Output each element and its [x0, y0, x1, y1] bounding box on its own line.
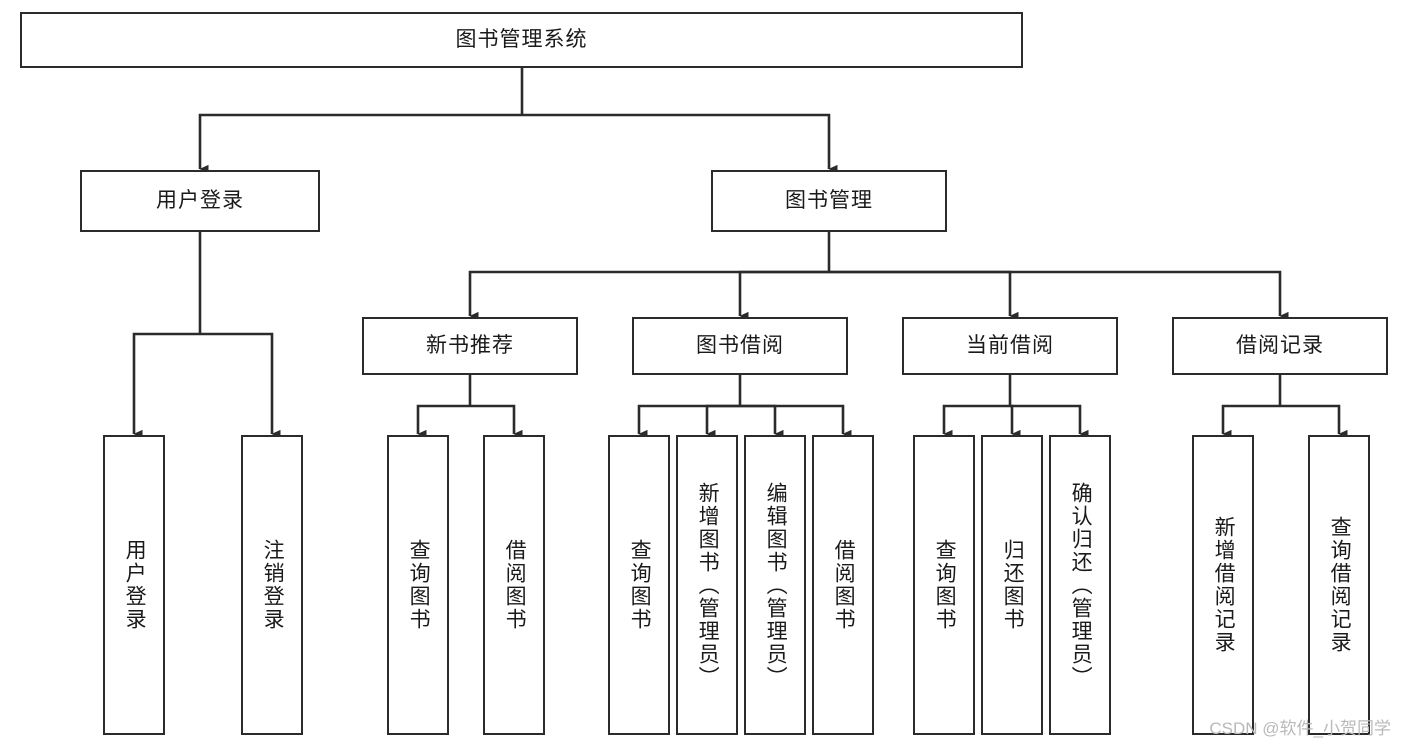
edge-book-borrow-to-leaf-borrow-book-2 — [740, 404, 852, 439]
edge-user-login-to-leaf-user-login — [132, 332, 200, 439]
node-leaf-borrow-book-1: 借阅图书 — [483, 435, 545, 735]
node-leaf-user-login: 用户登录 — [103, 435, 165, 735]
node-leaf-logout: 注销登录 — [241, 435, 303, 735]
node-label: 新增图书（管理员） — [696, 481, 720, 689]
edge-book-manage-to-new-book-recommend — [468, 270, 829, 321]
edge-current-borrow-to-leaf-return-book — [1010, 404, 1021, 439]
edge-root-to-user-login — [198, 113, 522, 174]
edge-new-book-recommend-to-leaf-borrow-book-1 — [470, 404, 523, 439]
node-label: 用户登录 — [156, 189, 244, 213]
edge-user-login-to-leaf-logout — [200, 332, 281, 439]
node-label: 归还图书 — [1001, 539, 1025, 631]
node-book-manage: 图书管理 — [711, 170, 947, 232]
node-leaf-query-book-1: 查询图书 — [387, 435, 449, 735]
node-label: 图书管理 — [785, 189, 873, 213]
node-label: 当前借阅 — [966, 334, 1054, 358]
edge-book-borrow-to-leaf-query-book-2 — [637, 404, 740, 439]
edge-book-manage-to-current-borrow — [829, 270, 1019, 321]
node-leaf-confirm-return: 确认归还（管理员） — [1049, 435, 1111, 735]
node-leaf-query-record: 查询借阅记录 — [1308, 435, 1370, 735]
edge-book-borrow-to-leaf-add-book — [705, 404, 740, 439]
edge-borrow-record-to-leaf-query-record — [1280, 404, 1348, 439]
edge-book-borrow-to-leaf-edit-book — [740, 404, 784, 439]
node-label: 新增借阅记录 — [1212, 516, 1236, 654]
node-book-borrow: 图书借阅 — [632, 317, 848, 375]
node-leaf-borrow-book-2: 借阅图书 — [812, 435, 874, 735]
node-label: 查询图书 — [407, 539, 431, 631]
node-new-book-recommend: 新书推荐 — [362, 317, 578, 375]
edge-root-to-book-manage — [522, 113, 838, 174]
node-borrow-record: 借阅记录 — [1172, 317, 1388, 375]
node-label: 查询图书 — [933, 539, 957, 631]
node-label: 借阅图书 — [832, 539, 856, 631]
edge-book-manage-to-borrow-record — [829, 270, 1289, 321]
node-leaf-query-book-3: 查询图书 — [913, 435, 975, 735]
node-root-system: 图书管理系统 — [20, 12, 1023, 68]
node-label: 图书管理系统 — [455, 28, 588, 52]
node-current-borrow: 当前借阅 — [902, 317, 1118, 375]
node-label: 编辑图书（管理员） — [764, 481, 788, 689]
node-label: 图书借阅 — [696, 334, 784, 358]
node-leaf-return-book: 归还图书 — [981, 435, 1043, 735]
node-label: 用户登录 — [123, 539, 147, 631]
edge-current-borrow-to-leaf-confirm-return — [1010, 404, 1089, 439]
edge-current-borrow-to-leaf-query-book-3 — [942, 404, 1010, 439]
node-leaf-edit-book: 编辑图书（管理员） — [744, 435, 806, 735]
node-user-login: 用户登录 — [80, 170, 320, 232]
node-label: 借阅图书 — [503, 539, 527, 631]
node-label: 确认归还（管理员） — [1069, 481, 1093, 689]
node-label: 查询借阅记录 — [1328, 516, 1352, 654]
edge-new-book-recommend-to-leaf-query-book-1 — [416, 404, 470, 439]
node-leaf-add-book: 新增图书（管理员） — [676, 435, 738, 735]
node-label: 新书推荐 — [426, 334, 514, 358]
node-label: 查询图书 — [628, 539, 652, 631]
node-leaf-add-record: 新增借阅记录 — [1192, 435, 1254, 735]
node-label: 注销登录 — [261, 539, 285, 631]
node-leaf-query-book-2: 查询图书 — [608, 435, 670, 735]
node-label: 借阅记录 — [1236, 334, 1324, 358]
edge-borrow-record-to-leaf-add-record — [1221, 404, 1280, 439]
edge-book-manage-to-book-borrow — [738, 270, 829, 321]
watermark-text: CSDN @软件_小贺同学 — [1209, 719, 1391, 738]
